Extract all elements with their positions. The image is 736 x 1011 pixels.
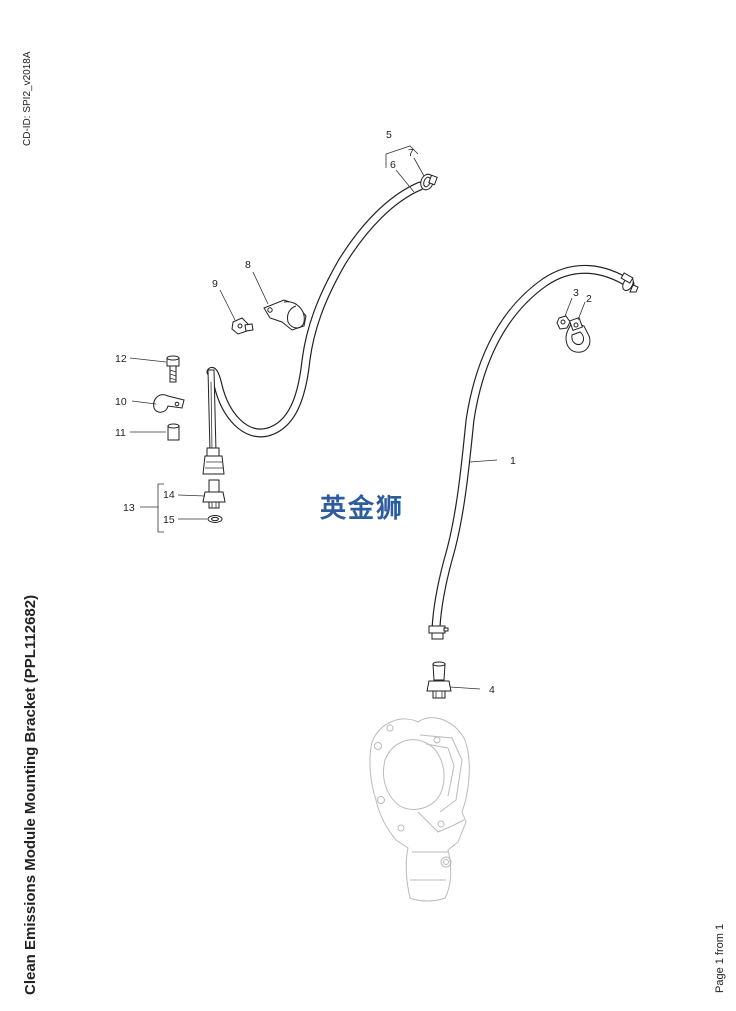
callout-8: 8: [245, 259, 251, 271]
callout-12: 12: [115, 353, 127, 365]
callout-7: 7: [408, 147, 414, 159]
callout-11: 11: [115, 427, 126, 439]
hose-1-lower-clamp: [428, 625, 449, 640]
leader-lines: [129, 145, 586, 690]
fitting-part-4: [426, 661, 452, 699]
engine-housing-outline: [369, 717, 470, 902]
hose-1-upper-clamp: [620, 272, 639, 293]
bracket-part-8: [263, 299, 307, 331]
p-clamp-part-2: [565, 316, 591, 353]
callout-14: 14: [163, 489, 175, 501]
hose-clamp-part-7: [420, 173, 438, 191]
watermark-logo: 英金狮: [320, 494, 405, 524]
bolt-part-9: [231, 317, 254, 335]
callout-15: 15: [163, 514, 175, 526]
hose-part-1: [431, 264, 635, 633]
callout-2: 2: [586, 293, 592, 305]
callout-9: 9: [212, 278, 218, 290]
fitting-part-14: [202, 479, 226, 509]
rigid-tube: [202, 369, 225, 475]
callout-4: 4: [489, 684, 495, 696]
hose-part-6: [206, 181, 425, 438]
callout-10: 10: [115, 396, 127, 408]
callout-5: 5: [386, 129, 392, 141]
clamp-part-10: [153, 394, 185, 413]
spacer-part-11: [167, 423, 180, 441]
callout-6: 6: [390, 159, 396, 171]
callout-1: 1: [510, 455, 516, 467]
callout-13: 13: [123, 502, 135, 514]
washer-part-15: [207, 515, 223, 523]
callout-3: 3: [573, 287, 579, 299]
bolt-part-12: [166, 355, 180, 383]
nut-part-3: [556, 315, 571, 330]
